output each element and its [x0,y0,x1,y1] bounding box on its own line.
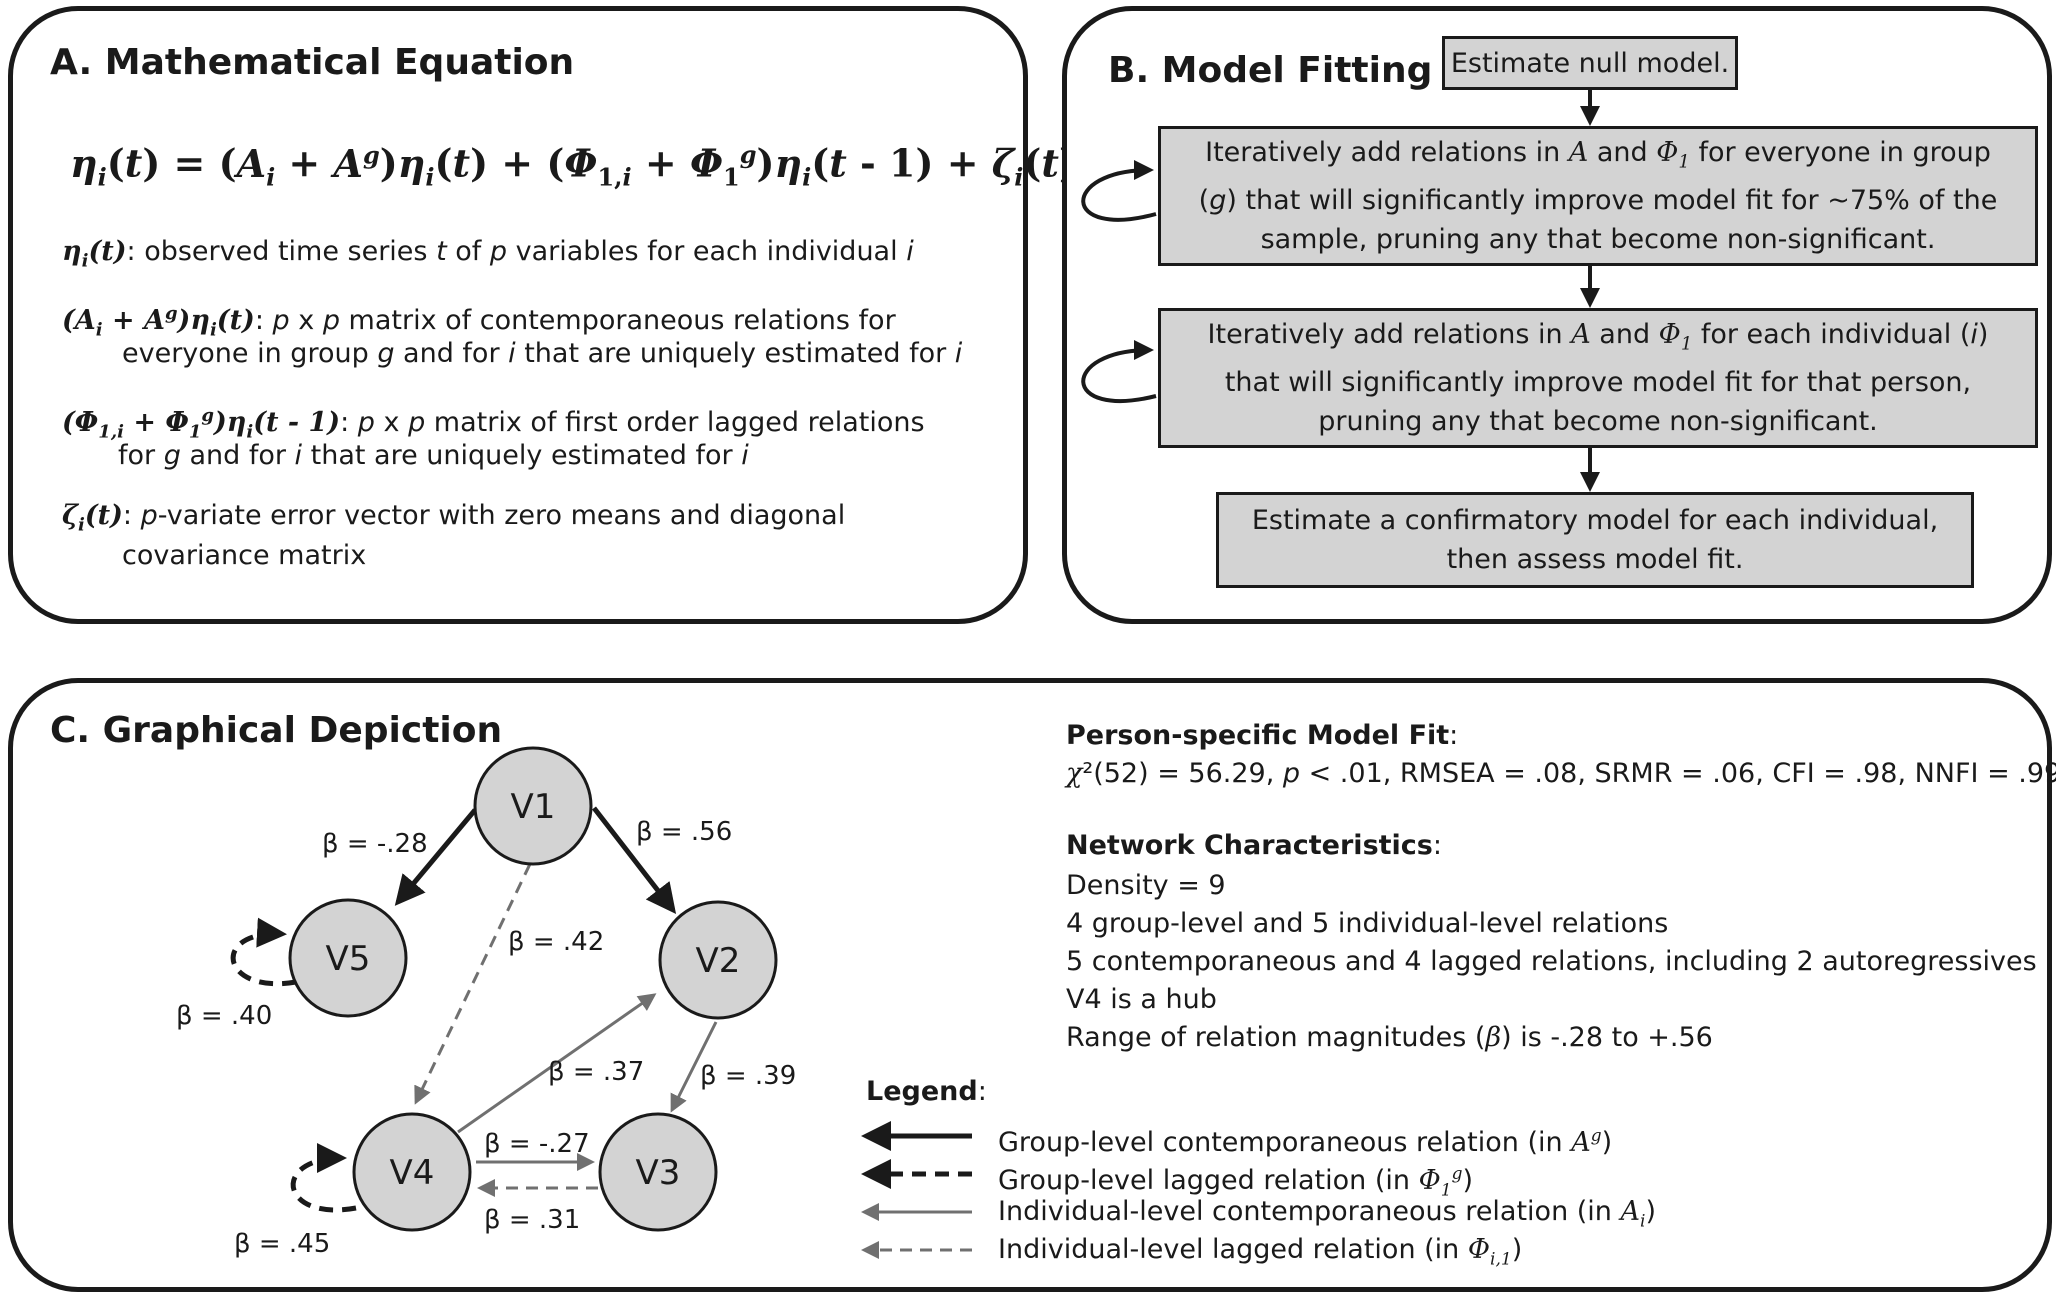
legend-item-group-lagged: Group-level lagged relation (in Φ1g) [998,1164,1473,1201]
legend-item-individual-lagged: Individual-level lagged relation (in Φi,… [998,1234,1523,1270]
label-v4-auto: β = .45 [234,1229,330,1259]
definition-lagged-cont: for g and for i that are uniquely estima… [118,440,749,471]
svg-text:V4: V4 [390,1153,435,1193]
definition-contemporaneous-cont: everyone in group g and for i that are u… [122,338,963,369]
panel-a-mathematical-equation [8,6,1028,624]
edge-labels: β = -.28 β = .56 β = .42 β = .40 β = .37… [176,817,796,1259]
edge-v4-v2 [457,993,657,1134]
step-confirmatory-model: Estimate a confirmatory model for each i… [1216,492,1974,588]
edge-v4-auto [290,1143,357,1213]
network-heading: Network Characteristics: [1066,830,1442,861]
node-v5: V5 [288,898,408,1018]
edge-v1-v2 [592,806,677,914]
definition-eta: ηi(t): observed time series t of p varia… [62,236,914,272]
definition-zeta-cont: covariance matrix [122,540,367,571]
label-v1-v4: β = .42 [508,927,604,957]
legend-item-group-contemporaneous: Group-level contemporaneous relation (in… [998,1126,1613,1158]
network-line-density: Density = 9 [1066,870,1226,901]
definition-zeta: ζi(t): p-variate error vector with zero … [62,500,846,536]
legend-title: Legend: [866,1076,987,1107]
network-line-levels: 4 group-level and 5 individual-level rel… [1066,908,1669,939]
main-equation: ηi(t) = (Ai + Ag)ηi(t) + (Φ1,i + Φ1g)ηi(… [70,140,1077,192]
fit-heading-label: Person-specific Model Fit [1066,720,1450,751]
node-v3: V3 [598,1112,718,1232]
legend-title-label: Legend [866,1076,978,1107]
node-v2: V2 [658,900,778,1020]
eta-symbol: ηi(t) [62,236,127,272]
label-v5-auto: β = .40 [176,1001,272,1031]
node-v1: V1 [473,746,593,866]
edge-v1-v5 [394,808,477,906]
edge-v2-v3 [670,1021,718,1113]
zeta-symbol: ζi(t) [62,500,123,536]
definition-contemporaneous: (Ai + Ag)ηi(t): p x p matrix of contempo… [62,303,896,341]
label-v1-v2: β = .56 [636,817,732,847]
step-estimate-null: Estimate null model. [1442,36,1738,90]
edge-v5-auto [230,917,297,987]
label-v1-v5: β = -.28 [322,829,428,859]
panel-b-title: B. Model Fitting [1108,50,1433,91]
panel-a-title: A. Mathematical Equation [50,42,575,83]
edge-v1-v4 [414,863,532,1105]
loop-arrow-individual [1081,340,1157,403]
panel-c-title: C. Graphical Depiction [50,710,503,751]
flow-arrows [1081,90,1600,492]
label-v4-v2: β = .37 [548,1057,644,1087]
network-line-range: Range of relation magnitudes (β) is -.28… [1066,1022,1713,1053]
legend-item-individual-contemporaneous: Individual-level contemporaneous relatio… [998,1196,1656,1232]
svg-text:V2: V2 [696,941,741,981]
lagged-symbol: (Φ1,i + Φ1g)ηi(t - 1) [62,405,341,443]
network-heading-label: Network Characteristics [1066,830,1433,861]
label-v3-v4: β = .31 [484,1205,580,1235]
fit-line: χ²(52) = 56.29, p < .01, RMSEA = .08, SR… [1066,758,2056,789]
definition-lagged: (Φ1,i + Φ1g)ηi(t - 1): p x p matrix of f… [62,405,925,443]
label-v4-v3: β = -.27 [484,1129,590,1159]
step-individual-relations: Iteratively add relations in A and Φ1 fo… [1158,308,2038,448]
label-v2-v3: β = .39 [700,1061,796,1091]
svg-text:V5: V5 [326,939,371,979]
graph-edges [230,806,718,1213]
svg-text:V3: V3 [636,1153,681,1193]
network-line-types: 5 contemporaneous and 4 lagged relations… [1066,946,2037,977]
loop-arrow-group [1081,160,1157,222]
network-line-hub: V4 is a hub [1066,984,1217,1015]
svg-text:V1: V1 [511,787,556,827]
contemporaneous-symbol: (Ai + Ag)ηi(t) [62,303,255,341]
legend-samples [861,1121,972,1259]
fit-heading: Person-specific Model Fit: [1066,720,1459,751]
step-group-relations: Iteratively add relations in A and Φ1 fo… [1158,126,2038,266]
node-v4: V4 [352,1112,472,1232]
